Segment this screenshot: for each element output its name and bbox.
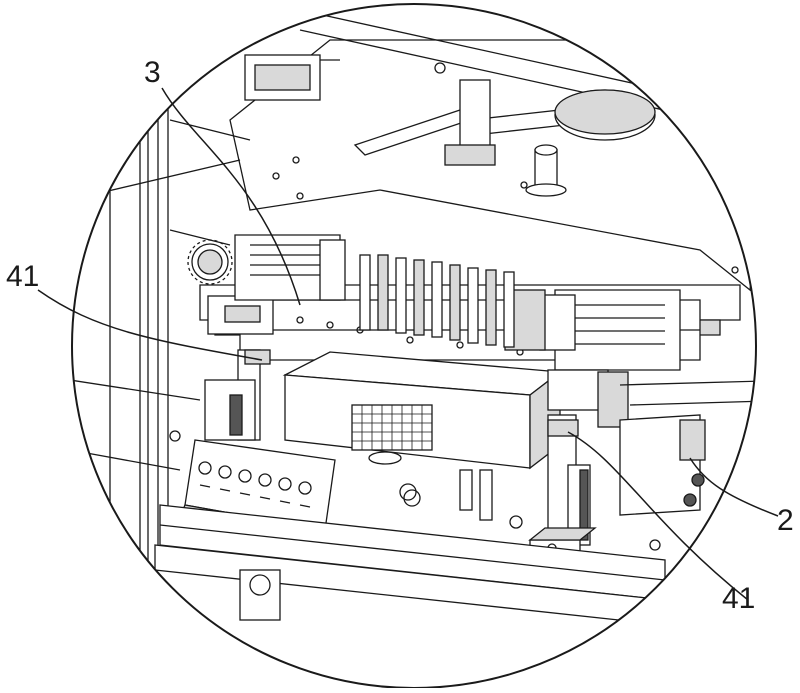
side-box [620,380,800,515]
left-clamp [205,350,270,440]
label-3: 3 [144,58,161,88]
gear [188,240,232,284]
front-block [285,352,560,468]
label-2: 2 [777,506,794,536]
label-41-right: 41 [722,584,755,614]
machine-assembly [70,10,800,688]
left-guide-assembly [235,235,345,300]
label-41-left: 41 [6,262,39,292]
